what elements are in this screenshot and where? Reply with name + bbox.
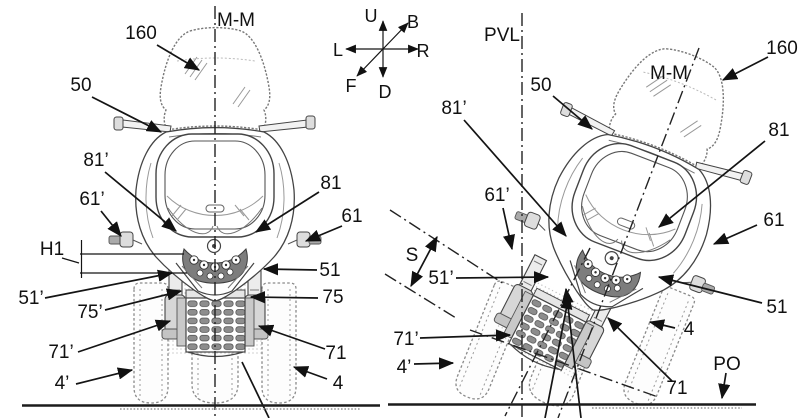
h1-dimension [61,240,187,278]
po-arrow [718,372,731,400]
compass-down-label: D [379,82,392,102]
label-51-right: 51 [766,297,787,318]
leader-lines-right-figure [413,56,769,418]
labels-left-figure: M-M 160 50 81’ 61’ H1 51’ 75’ 71’ 4’ 81 … [18,10,362,394]
label-61p-right: 61’ [484,185,509,206]
leader-81 [254,191,320,233]
leader-50-right [552,95,593,130]
label-61-right: 61 [763,210,784,231]
compass-left-label: L [333,40,343,60]
direction-compass: U B L R F D [333,6,430,102]
compass-front-label: F [346,76,357,96]
label-71-left: 71 [325,343,346,364]
construction-lines-right [384,13,700,418]
label-71-right: 71 [666,378,687,399]
leader-81-prime-right [463,119,567,237]
leader-160 [156,44,201,71]
leader-71-right [607,317,673,382]
label-51p-right: 51’ [428,268,453,289]
label-51p-left: 51’ [18,288,43,309]
leader-4-prime [75,367,134,385]
leader-81-prime [104,171,177,232]
compass-back-label: B [407,12,419,32]
leader-4 [292,366,328,380]
leader-51-prime-right [455,271,550,284]
label-51-left: 51 [319,260,340,281]
label-mm-left: M-M [217,10,255,31]
label-4p-left: 4’ [55,373,70,394]
leader-71-prime-right [419,329,512,342]
label-mm-right: M-M [650,63,688,84]
label-81-right: 81 [768,120,789,141]
leader-61-right [712,224,758,245]
s-lower-line [384,273,457,319]
label-81-left: 81 [320,173,341,194]
leader-4-right [648,319,676,332]
s-dimension-arrow [410,235,438,288]
leader-160-right [721,56,769,81]
compass-up-label: U [365,6,378,26]
leader-51-right [657,274,763,304]
leader-61-prime [100,210,122,237]
leader-75-prime [104,288,183,311]
ground [22,403,756,410]
leader-cutoff-2 [544,293,573,418]
label-75-left: 75 [322,287,343,308]
label-pvl: PVL [484,25,520,46]
leader-cutoff-bottom [241,361,270,418]
leader-71 [257,324,326,350]
leader-50 [91,96,163,133]
leader-51 [262,263,318,276]
label-po: PO [713,354,740,375]
front-wheel-right [261,282,297,404]
leader-61 [304,225,343,242]
label-160-left: 160 [125,23,157,44]
label-61-left: 61 [341,206,362,227]
label-50-right: 50 [530,75,551,96]
fork-axis-line [504,247,591,417]
label-160-right: 160 [766,38,798,59]
label-4-left: 4 [333,373,344,394]
label-71p-right: 71’ [393,329,418,350]
centerline-mm-right [557,47,700,418]
label-50-left: 50 [70,75,91,96]
label-4-right: 4 [684,319,695,340]
label-75p-left: 75’ [77,302,102,323]
leader-81-right [658,140,766,228]
figure-leaning: PVL 50 160 M-M 81’ 81 61’ 61 S 51’ 51 71… [384,13,798,418]
label-s: S [406,245,419,266]
label-h1: H1 [40,239,64,260]
leader-51-prime [44,269,174,299]
compass-right-label: R [417,41,430,61]
leader-61-prime-right [502,207,515,251]
label-61p-left: 61’ [79,189,104,210]
leader-71-prime [77,319,172,353]
label-81p-right: 81’ [441,98,466,119]
label-81p-left: 81’ [83,150,108,171]
label-71p-left: 71’ [48,342,73,363]
compass-frontback-axis [356,22,409,77]
leader-4-prime-right [413,357,455,370]
leader-lines-left-figure [44,44,343,418]
figure-upright: M-M 160 50 81’ 61’ H1 51’ 75’ 71’ 4’ 81 … [18,6,363,418]
labels-right-figure: PVL 50 160 M-M 81’ 81 61’ 61 S 51’ 51 71… [393,25,798,399]
leader-cutoff-1 [561,287,582,418]
label-4p-right: 4’ [397,357,412,378]
leader-75 [249,291,319,304]
